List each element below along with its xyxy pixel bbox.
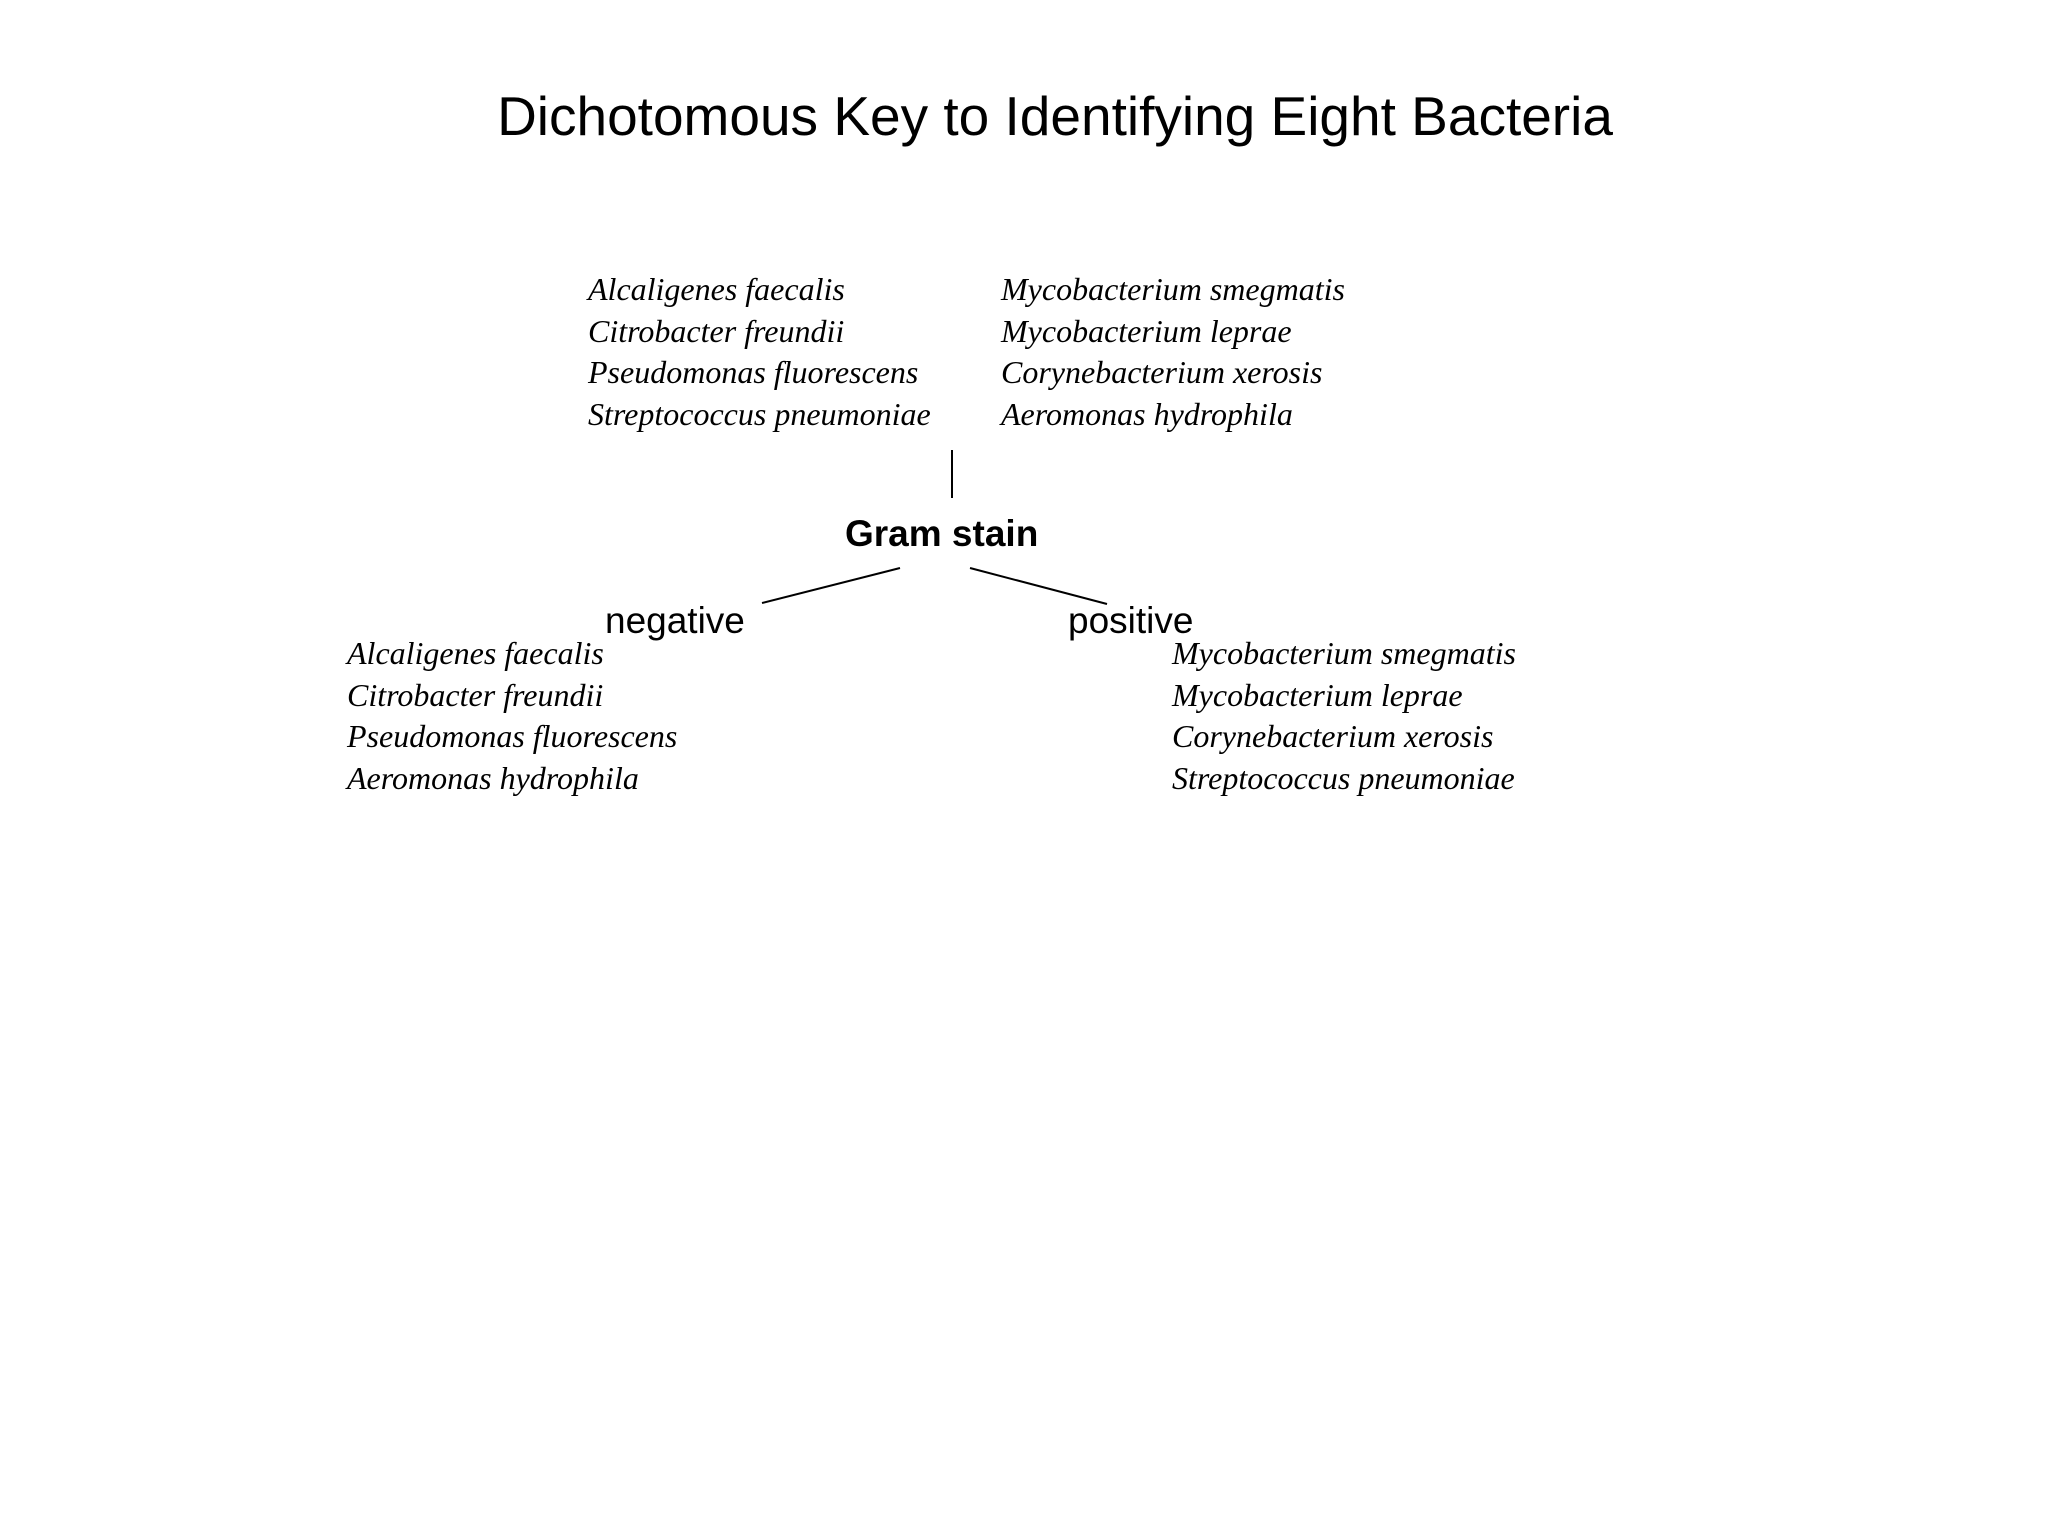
species-name: Mycobacterium leprae [1001,312,1292,349]
species-name: Alcaligenes faecalis [347,635,604,671]
species-name: Aeromonas hydrophila [1001,395,1293,432]
species-name: Corynebacterium xerosis [1172,718,1494,754]
negative-species-list: Alcaligenes faecalis Citrobacter freundi… [347,633,677,799]
species-name: Corynebacterium xerosis [1001,354,1323,390]
positive-branch-label: positive [1068,600,1194,641]
negative-branch-label: negative [605,600,745,641]
species-name: Mycobacterium smegmatis [1172,635,1516,671]
species-name: Alcaligenes faecalis [588,271,845,307]
species-name: Pseudomonas fluorescens [347,718,678,754]
species-name: Citrobacter freundii [347,676,604,713]
species-name: Mycobacterium smegmatis [1001,271,1345,307]
species-name: Pseudomonas fluorescens [588,354,919,390]
species-name: Aeromonas hydrophila [347,759,639,796]
start-species-left-column: Alcaligenes faecalis Citrobacter freundi… [588,269,931,435]
species-name: Streptococcus pneumoniae [588,395,931,432]
start-species-right-column: Mycobacterium smegmatis Mycobacterium le… [1001,269,1345,435]
positive-species-list: Mycobacterium smegmatis Mycobacterium le… [1172,633,1516,799]
diagram-title: Dichotomous Key to Identifying Eight Bac… [497,85,1613,147]
negative-branch-connector [761,567,901,604]
species-name: Mycobacterium leprae [1172,676,1463,713]
gram-stain-test-label: Gram stain [845,513,1039,554]
species-name: Citrobacter freundii [588,312,845,349]
species-name: Streptococcus pneumoniae [1172,759,1515,796]
